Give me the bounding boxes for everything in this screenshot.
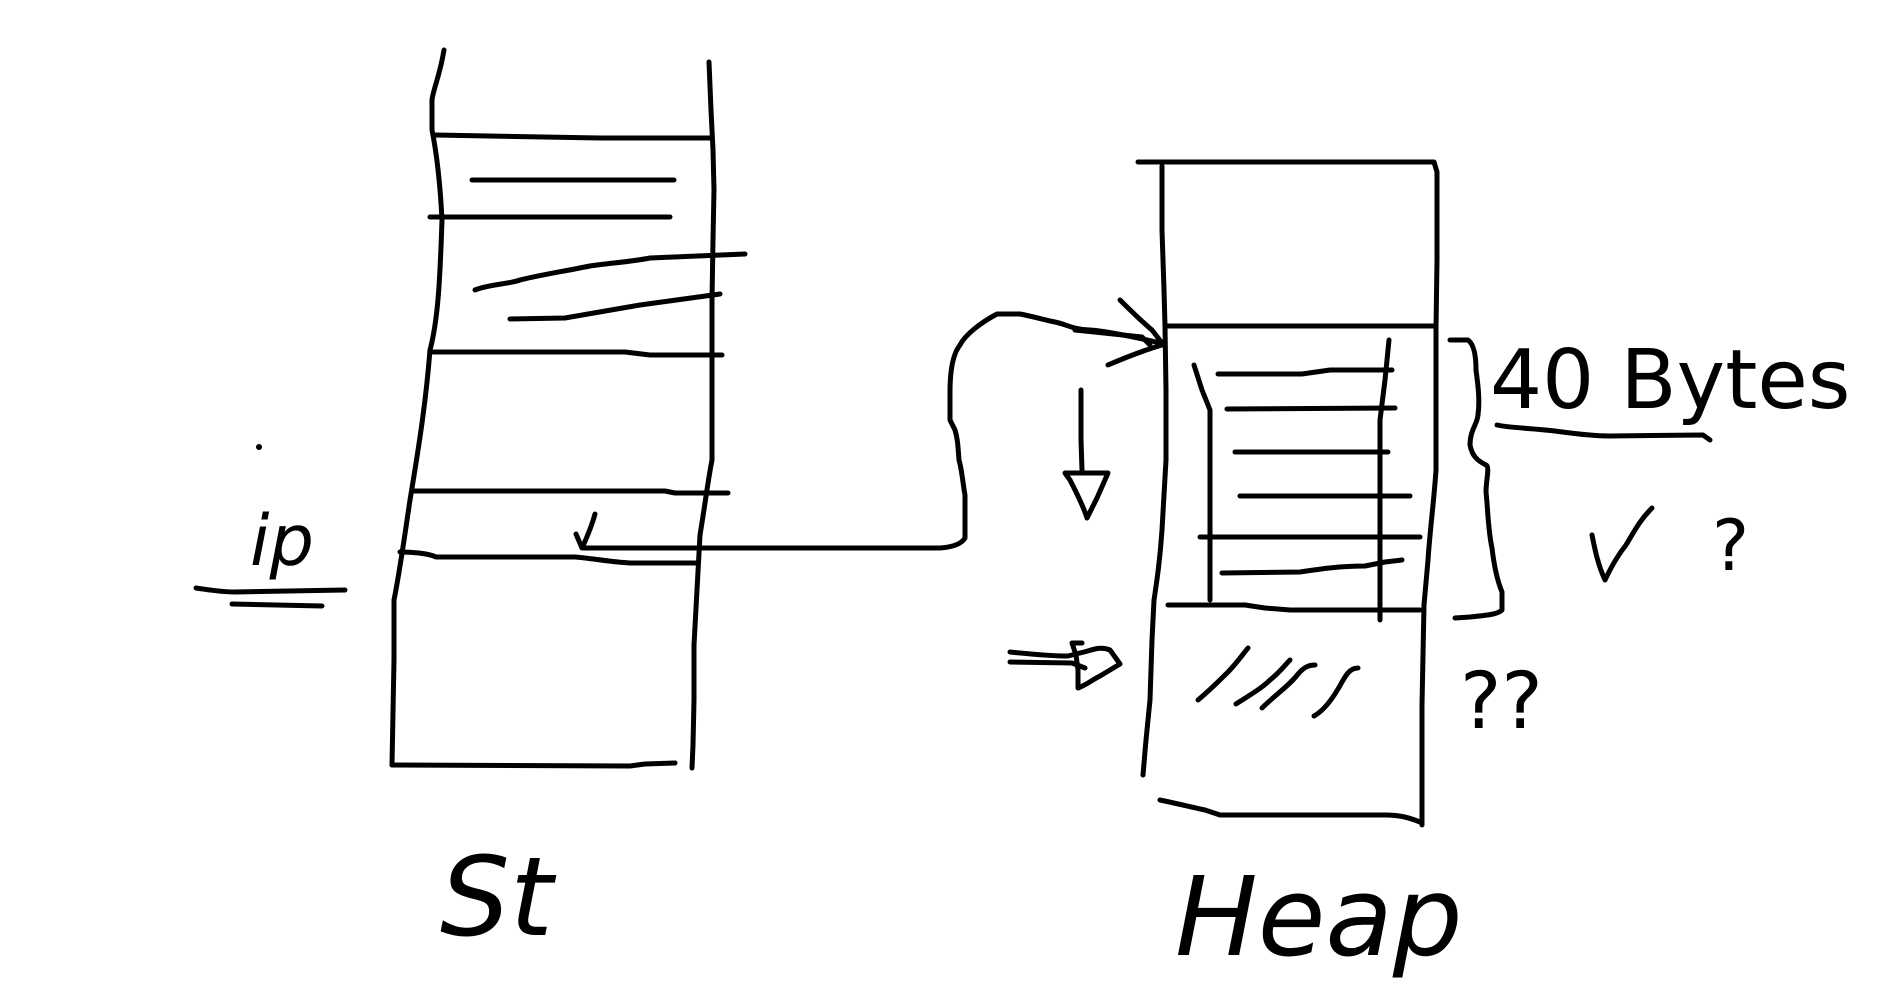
pointer-label-underlines [193,585,348,609]
heap-block-inner-right [1377,337,1392,623]
heap-hatch-mark [1233,657,1293,707]
double-question-mark: ?? [1460,657,1543,747]
heap-diagram [1007,159,1440,828]
heap-slot-line [1215,367,1395,377]
stack-divider [411,488,731,496]
heap-hatch-mark [1259,662,1318,711]
heap-hatch-mark [1311,665,1361,719]
stack-divider-top [432,132,713,141]
size-underline [1494,422,1713,443]
heap-label: Heap [1175,853,1463,981]
stack-pointer-slot-bottom [397,549,699,566]
question-mark: ? [1712,505,1749,587]
heap-slot-line [1219,557,1405,576]
stack-right-wall [689,59,717,771]
stack-slot-line [507,291,723,322]
heap-hatch-mark [1195,645,1251,703]
pointer-arrow-head [1105,342,1165,368]
pointer-origin-mark [573,511,598,551]
pointer-arrow-head [1117,297,1165,346]
stack-diagram [389,47,748,771]
pointer-underline [229,601,325,609]
stack-slot-line [472,251,748,293]
pointer-arrow-head [1072,327,1153,348]
heap-down-arrow-head [1062,470,1111,521]
stack-label: St [440,833,557,961]
stack-left-wall [389,47,447,768]
heap-down-arrow-shaft [1078,387,1085,473]
pointer-underline [193,585,348,595]
stray-dot [256,444,262,450]
pointer-label: ip [250,500,314,582]
size-bracket [1447,337,1505,621]
free-space-arrow [1007,640,1123,691]
size-annotation [1447,337,1713,621]
size-label: 40 Bytes [1490,333,1851,428]
heap-top-edge [1135,159,1440,175]
stack-bottom-edge [389,760,678,769]
pointer-arrow [573,297,1165,551]
heap-bottom-edge [1157,797,1423,825]
heap-inner-wall [1159,163,1168,329]
stack-divider [429,349,725,358]
heap-right-wall [1419,169,1440,828]
heap-left-wall [1140,323,1169,778]
heap-slot-line [1224,405,1398,412]
check-mark [1589,505,1655,583]
heap-block-inner-left [1191,362,1213,603]
heap-block-bottom [1165,602,1423,613]
pointer-arrow-line [581,311,1163,551]
free-space-arrow [1007,659,1088,671]
